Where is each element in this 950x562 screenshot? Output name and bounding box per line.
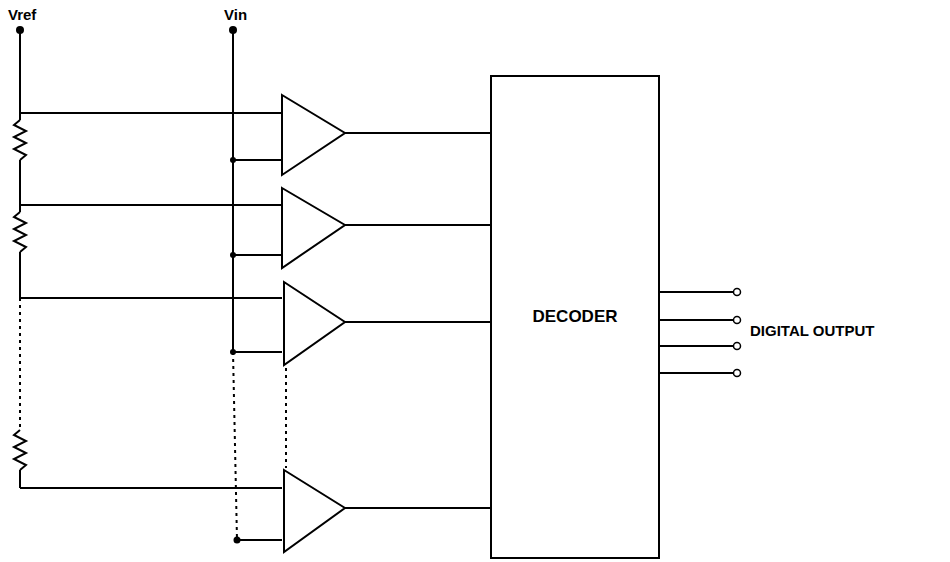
terminal: [734, 343, 741, 350]
tap-wire: [20, 204, 282, 206]
output-pin: [660, 319, 733, 321]
comparator-symbol: [282, 95, 345, 175]
junction-dot: [230, 157, 236, 163]
tap-wire: [20, 112, 282, 114]
output-wire: [345, 321, 490, 323]
output-pin: [660, 291, 733, 293]
signal-name: Vin: [224, 6, 247, 23]
output-wire: [345, 507, 490, 509]
output-wire: [345, 132, 490, 134]
output-label: DIGITAL OUTPUT: [750, 322, 874, 339]
terminal: [734, 289, 741, 296]
terminal: [734, 317, 741, 324]
tap-wire: [20, 487, 282, 489]
resistor-symbol: [14, 120, 26, 160]
decoder-box: DECODER: [490, 75, 660, 559]
output-pin: [660, 345, 733, 347]
junction-dot: [234, 537, 241, 544]
output-pin: [660, 372, 733, 374]
junction-dot: [16, 26, 24, 34]
resistor-symbol: [14, 430, 26, 470]
dashed-wire: [233, 352, 237, 540]
resistor-symbol: [14, 212, 26, 252]
vref-wire: [19, 30, 21, 120]
tap-wire: [20, 297, 282, 299]
signal-name: Vref: [8, 6, 36, 23]
vin-wire: [232, 30, 234, 352]
junction-dot: [230, 349, 236, 355]
block-title: DECODER: [532, 307, 617, 327]
comparator-symbol: [284, 282, 345, 365]
vref-wire: [19, 252, 21, 298]
vin-wire: [233, 159, 282, 161]
dashed-wire: [19, 298, 21, 430]
junction-dot: [230, 252, 236, 258]
comparator-symbol: [282, 188, 345, 268]
terminal: [734, 370, 741, 377]
vin-wire: [237, 539, 282, 541]
output-wire: [345, 224, 490, 226]
junction-dot: [229, 26, 237, 34]
vin-wire: [233, 351, 282, 353]
vref-wire: [19, 470, 21, 488]
comparator-symbol: [284, 470, 345, 552]
vin-wire: [233, 254, 282, 256]
dashed-wire: [285, 368, 287, 468]
